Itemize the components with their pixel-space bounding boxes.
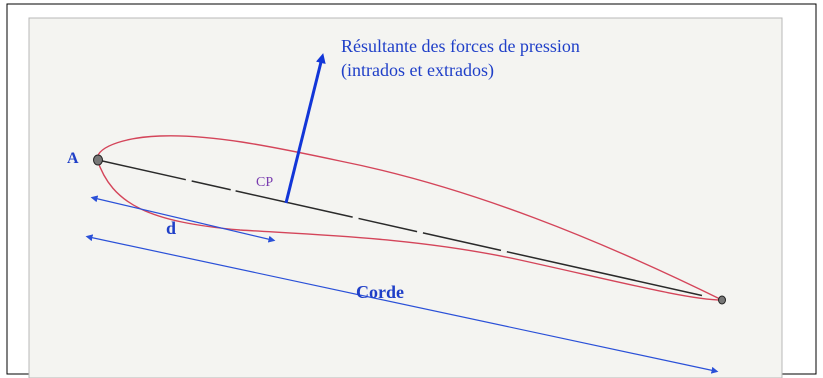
- leading-edge-point: [93, 154, 103, 166]
- leading-edge-label: A: [67, 150, 79, 167]
- chord-dimension-arrow: [85, 234, 719, 374]
- force-arrow: [284, 53, 326, 204]
- distance-d-arrow: [90, 195, 276, 243]
- trailing-edge-point: [718, 295, 726, 305]
- force-label-line2: (intrados et extrados): [341, 60, 494, 81]
- distance-label: d: [166, 218, 176, 238]
- chord-label: Corde: [356, 282, 404, 302]
- force-label-line1: Résultante des forces de pression: [341, 36, 580, 56]
- center-of-pressure-label: CP: [256, 175, 273, 190]
